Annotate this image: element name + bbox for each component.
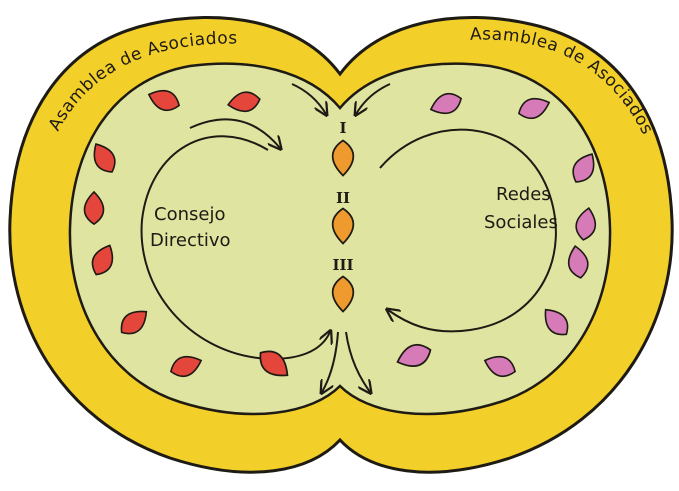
left-center-label-line2: Directivo <box>150 230 231 251</box>
numeral-ii: II <box>336 189 350 207</box>
left-center-label-line1: Consejo <box>154 204 225 225</box>
right-center-label-line1: Redes <box>496 184 551 205</box>
right-center-label-line2: Sociales <box>484 212 558 233</box>
numeral-i: I <box>339 119 346 137</box>
numeral-iii: III <box>332 256 353 274</box>
